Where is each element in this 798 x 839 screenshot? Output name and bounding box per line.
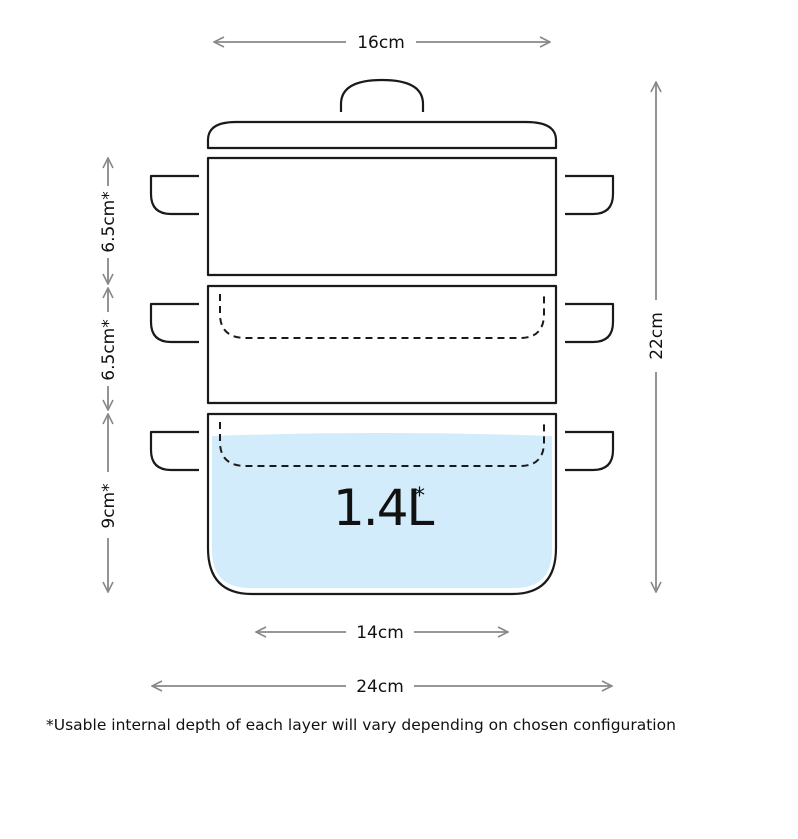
base-right-handle (565, 430, 615, 472)
steamer-tier-2 (206, 284, 558, 405)
tier1-depth-label: 6.5cm* (99, 191, 119, 252)
base-left-handle (149, 430, 199, 472)
base-depth-dimension: 9cm* (99, 414, 119, 592)
pot-illustration (149, 78, 615, 596)
tier2-left-handle (149, 302, 199, 344)
lid (206, 120, 558, 150)
tier2-depth-dimension: 6.5cm* (99, 288, 119, 410)
footnote: *Usable internal depth of each layer wil… (46, 716, 676, 734)
tier2-right-handle (565, 302, 615, 344)
base-width-label: 14cm (356, 623, 404, 643)
tier2-depth-label: 6.5cm* (99, 319, 119, 380)
top-width-dimension: 16cm (214, 33, 550, 53)
total-height-label: 22cm (647, 312, 667, 360)
top-width-label: 16cm (357, 33, 405, 53)
overall-width-label: 24cm (356, 677, 404, 697)
base-pot-water (212, 433, 552, 588)
total-height-dimension: 22cm (647, 82, 667, 592)
tier1-depth-dimension: 6.5cm* (99, 158, 119, 284)
lid-knob (339, 78, 425, 112)
base-width-dimension: 14cm (256, 623, 508, 643)
overall-width-dimension: 24cm (152, 677, 612, 697)
tier1-right-handle (565, 174, 615, 216)
capacity-asterisk: * (414, 484, 425, 509)
tier2-insert-outline (219, 422, 545, 467)
steamer-tier-1 (206, 156, 558, 277)
tier1-insert-outline (219, 294, 545, 339)
capacity-label: 1.4L (333, 479, 435, 537)
base-pot (206, 412, 558, 596)
tier1-left-handle (149, 174, 199, 216)
base-depth-label: 9cm* (99, 483, 119, 528)
